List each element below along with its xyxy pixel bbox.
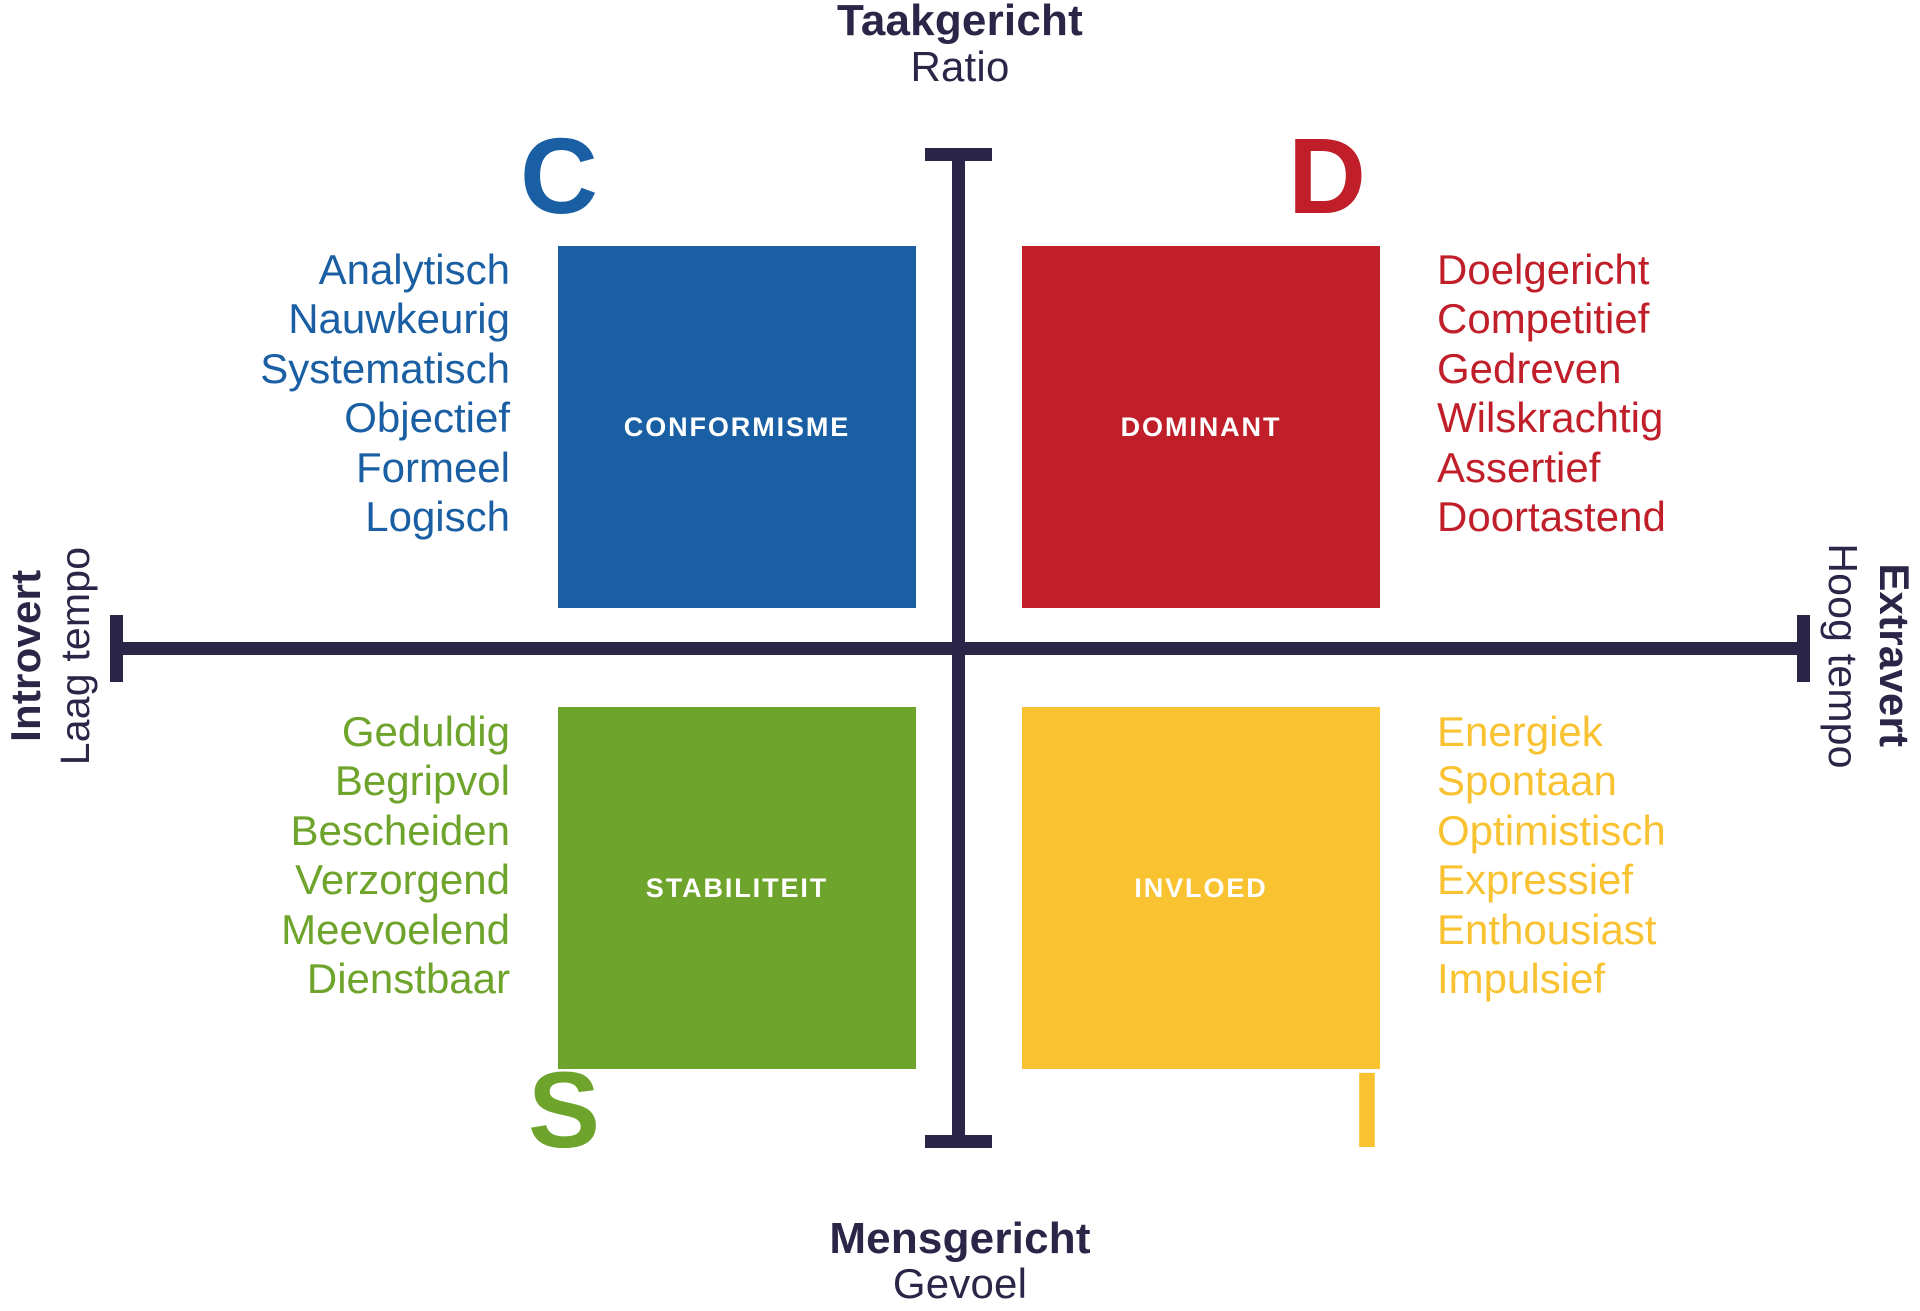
trait-word: Optimistisch (1437, 806, 1666, 854)
quadrant-letter-s: S (528, 1049, 601, 1170)
trait-word: Energiek (1437, 708, 1603, 755)
axis-label-right-sub: Hoog tempo (1820, 542, 1866, 769)
quadrant-box-invloed[interactable]: INVLOED (1022, 707, 1380, 1069)
trait-word: Bescheiden (290, 806, 511, 854)
axis-label-top: Taakgericht Ratio (0, 0, 1920, 89)
axis-label-bottom-main: Mensgericht (829, 1213, 1091, 1263)
quadrant-box-stabiliteit[interactable]: STABILITEIT (558, 707, 916, 1069)
quadrant-box-label-dominant: DOMINANT (1120, 411, 1282, 442)
quadrant-box-label-invloed: INVLOED (1134, 872, 1268, 903)
axis-label-left-sub: Laag tempo (52, 546, 98, 765)
axis-label-bottom: Mensgericht Gevoel (0, 1213, 1920, 1308)
trait-word: Systematisch (260, 344, 510, 392)
trait-word: Analytisch (318, 246, 510, 293)
trait-word: Logisch (365, 492, 510, 540)
trait-word: Expressief (1437, 856, 1634, 904)
horizontal-axis-cap-right (1797, 615, 1810, 682)
axis-label-right-main: Extravert (1871, 563, 1918, 748)
horizontal-axis-line (110, 642, 1810, 655)
vertical-axis-cap-bottom (925, 1135, 992, 1148)
trait-word: Gedreven (1437, 344, 1622, 392)
trait-word: Wilskrachtig (1437, 394, 1664, 442)
horizontal-axis-cap-left (110, 615, 123, 682)
axis-label-left-main: Introvert (2, 569, 49, 742)
quadrant-letter-d: D (1288, 115, 1366, 236)
axis-label-right: Hoog tempo Extravert (1819, 543, 1918, 768)
trait-word: Doortastend (1437, 492, 1666, 540)
quadrant-box-label-stabiliteit: STABILITEIT (645, 872, 829, 903)
trait-word: Dienstbaar (306, 954, 510, 1002)
quadrant-box-conformisme[interactable]: CONFORMISME (558, 246, 916, 608)
trait-word: Competitief (1437, 295, 1650, 343)
trait-word: Doelgericht (1437, 246, 1650, 293)
axis-label-bottom-sub: Gevoel (892, 1260, 1028, 1308)
trait-word: Assertief (1437, 443, 1601, 491)
trait-word: Geduldig (341, 708, 510, 755)
quadrant-box-dominant[interactable]: DOMINANT (1022, 246, 1380, 608)
axis-label-top-main: Taakgericht (837, 0, 1083, 45)
trait-word: Impulsief (1437, 954, 1606, 1002)
trait-word: Verzorgend (295, 856, 510, 904)
trait-word: Objectief (344, 394, 510, 442)
trait-word: Meevoelend (281, 905, 510, 953)
trait-word: Enthousiast (1437, 905, 1657, 953)
axis-label-left: Introvert Laag tempo (2, 546, 99, 765)
quadrant-letter-c: C (520, 115, 598, 236)
vertical-axis-cap-top (925, 148, 992, 161)
quadrant-box-label-conformisme: CONFORMISME (623, 411, 851, 442)
trait-word: Begripvol (334, 757, 510, 805)
trait-word: Nauwkeurig (288, 295, 510, 343)
quadrant-letter-i: I (1352, 1049, 1383, 1170)
axis-label-top-sub: Ratio (910, 42, 1010, 90)
trait-word: Spontaan (1437, 757, 1617, 805)
trait-word: Formeel (355, 443, 510, 491)
